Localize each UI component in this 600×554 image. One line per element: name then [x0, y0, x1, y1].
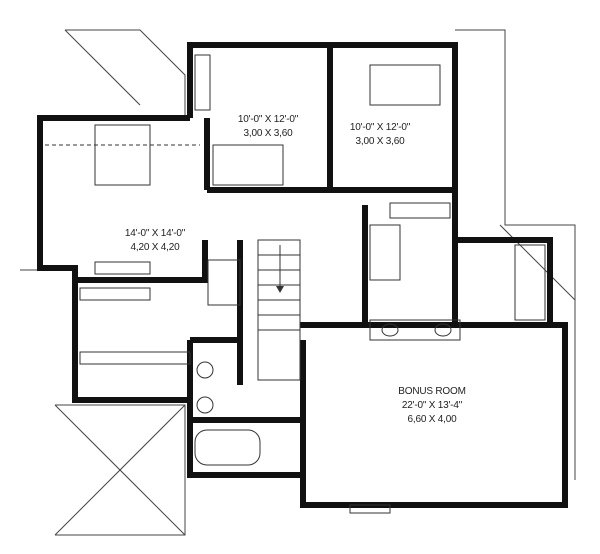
bathtub: [194, 429, 261, 466]
closet-shelf: [194, 54, 211, 111]
bedroom-2-dim-metric: 3,00 X 3,60: [244, 128, 294, 139]
room-labels: 10'-0" X 12'-0" 3,00 X 3,60 10'-0" X 12'…: [125, 114, 466, 425]
dresser: [94, 261, 151, 275]
shower: [207, 259, 241, 306]
double-vanity: [514, 244, 546, 321]
bonus-room-dim-imperial: 22'-0" X 13'-4": [402, 400, 463, 411]
closet-shelf: [79, 287, 151, 301]
bedroom-3-dim-metric: 3,00 X 3,60: [356, 136, 406, 147]
closet-shelf: [389, 202, 451, 219]
walls: [37, 42, 568, 508]
bedroom-3-dim-imperial: 10'-0" X 12'-0": [350, 122, 411, 133]
bonus-room-name: BONUS ROOM: [398, 386, 465, 397]
roof-outlines: [20, 29, 576, 536]
closet-shelf: [79, 351, 191, 365]
master-dim-metric: 4,20 X 4,20: [131, 242, 181, 253]
bed: [94, 124, 151, 186]
bedroom-2-dim-imperial: 10'-0" X 12'-0": [238, 114, 299, 125]
vanity: [369, 319, 461, 341]
bonus-room-dim-metric: 6,60 X 4,00: [408, 414, 458, 425]
fixtures: [45, 54, 546, 514]
stairs: [257, 239, 301, 381]
window: [349, 504, 391, 514]
bed: [369, 64, 441, 106]
bathtub: [369, 224, 401, 281]
bed: [212, 144, 284, 186]
master-dim-imperial: 14'-0" X 14'-0": [125, 228, 186, 239]
